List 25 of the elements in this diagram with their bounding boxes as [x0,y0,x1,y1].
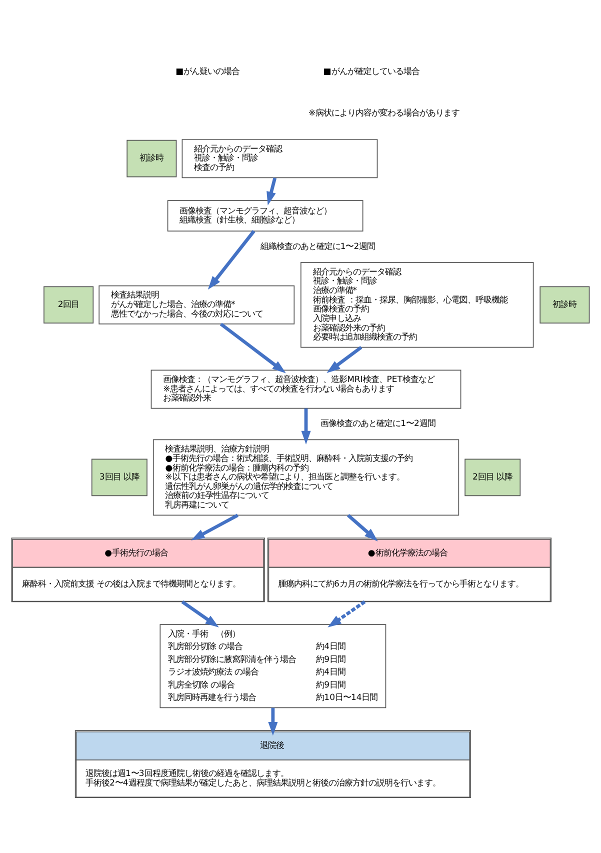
arrow [328,600,366,627]
node-box: 2回目 以降 [464,458,521,496]
label: ※病状により内容が変わる場合があります [308,106,460,117]
node-box: 2回目 [44,286,94,324]
arrow [268,707,278,736]
arrow [220,322,286,373]
arrow [301,408,311,444]
node-box: 画像検査（マンモグラフィ、超音波など） 組織検査（針生検、細胞診など） [167,200,364,232]
arrow [181,600,219,627]
arrow [326,345,362,373]
node-box: 3回目 以降 [91,458,148,496]
edge-label: 画像検査のあと確定に1〜2週間 [320,418,436,428]
label: ■がん疑いの場合 [176,65,240,76]
arrow [208,230,256,290]
node-box: 紹介元からのデータ確認 視診・触診・問診 治療の準備* 術前検査 ：採血・採尿、胸部撮影、心電図、呼吸機能 画像検査の予約 入院申し込み お薬確認外来の予約 必要時は追加組織検査の予約 [300,262,534,348]
label: ■がんが確定している場合 [323,65,420,76]
node-box: 初診時 [540,286,590,324]
node-box: 紹介元からのデータ確認 視診・触診・問診 検査の予約 [182,138,378,178]
arrow [266,177,277,205]
edge-label: 組織検査のあと確定に1〜2週間 [260,240,376,250]
node-box: 入院・手術 （例） 乳房部分切除 の場合 約4日間 乳房部分切除に腋窩郭清を伴う場合 約9日間 ラジオ波焼灼療法 の場合 約4日間 乳房全切除 の場合 約9日間 乳房同時再建を行う場合 約10日〜14日間 [160,624,386,708]
node-box: 検査結果説明、治療方針説明 ●手術先行の場合：術式相談、手術説明、麻酔科・入院前支援の予約 ●術前化学療法の場合：腫瘍内科の予約 ※以下は患者さんの病状や希望により、担当医と調整を行います。 遺伝性乳がん卵巣がんの遺伝学的検査について 治療前の妊孕性温存について 乳房再建について [152,438,460,516]
node-box: 画像検査：（マンモグラフィ、超音波検査）、造影MRI検査、PET検査など ※患者さんによっては、すべての検査を行わない場合もあります お薬確認外来 [150,369,462,408]
node-box: 初診時 [126,139,177,177]
node-box: 検査結果説明 がんが確定した場合、治療の準備* 悪性でなかった場合、今後の対応について [98,284,295,324]
